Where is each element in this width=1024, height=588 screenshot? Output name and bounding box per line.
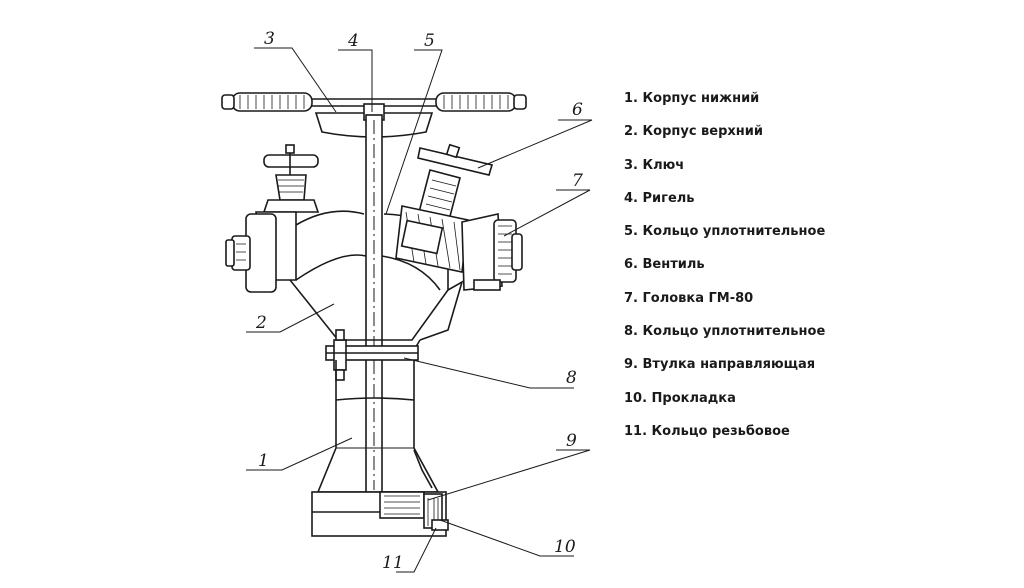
- legend-item: 11. Кольцо резьбовое: [624, 423, 790, 439]
- legend-item: 5. Кольцо уплотнительное: [624, 224, 826, 240]
- left-coupling: [225, 213, 277, 293]
- legend-item: 1. Корпус нижний: [624, 91, 760, 106]
- callout-3: 3: [264, 29, 275, 49]
- callout-10: 10: [554, 537, 576, 557]
- legend-item: 2. Корпус верхний: [624, 124, 763, 140]
- legend-item: 10. Прокладка: [624, 390, 736, 406]
- right-coupling: [461, 213, 523, 291]
- legend-item: 4. Ригель: [624, 190, 695, 206]
- legend-item: 9. Втулка направляющая: [624, 357, 816, 373]
- flange-joint: [325, 329, 419, 400]
- right-valve: [395, 143, 494, 273]
- legend-item: 6. Вентиль: [624, 257, 705, 273]
- parts-legend: 1. Корпус нижний 2. Корпус верхний 3. Кл…: [624, 88, 1004, 454]
- callout-numbers: 3 4 5 6 7 2 8 1 9 10 11: [255, 29, 583, 573]
- legend-item: 8. Кольцо уплотнительное: [624, 324, 826, 340]
- callout-7: 7: [572, 171, 583, 191]
- callout-11: 11: [382, 553, 404, 573]
- callout-5: 5: [424, 31, 435, 51]
- base-assembly: [311, 491, 449, 537]
- callout-8: 8: [566, 368, 577, 388]
- central-rod: [365, 114, 383, 496]
- callout-4: 4: [347, 31, 359, 51]
- callout-6: 6: [572, 100, 583, 120]
- leader-lines: [246, 47, 593, 573]
- callout-2: 2: [255, 313, 267, 333]
- callout-9: 9: [566, 431, 577, 451]
- legend-item: 7. Головка ГМ-80: [624, 290, 754, 306]
- callout-1: 1: [258, 451, 269, 471]
- legend-item: 3. Ключ: [624, 157, 685, 173]
